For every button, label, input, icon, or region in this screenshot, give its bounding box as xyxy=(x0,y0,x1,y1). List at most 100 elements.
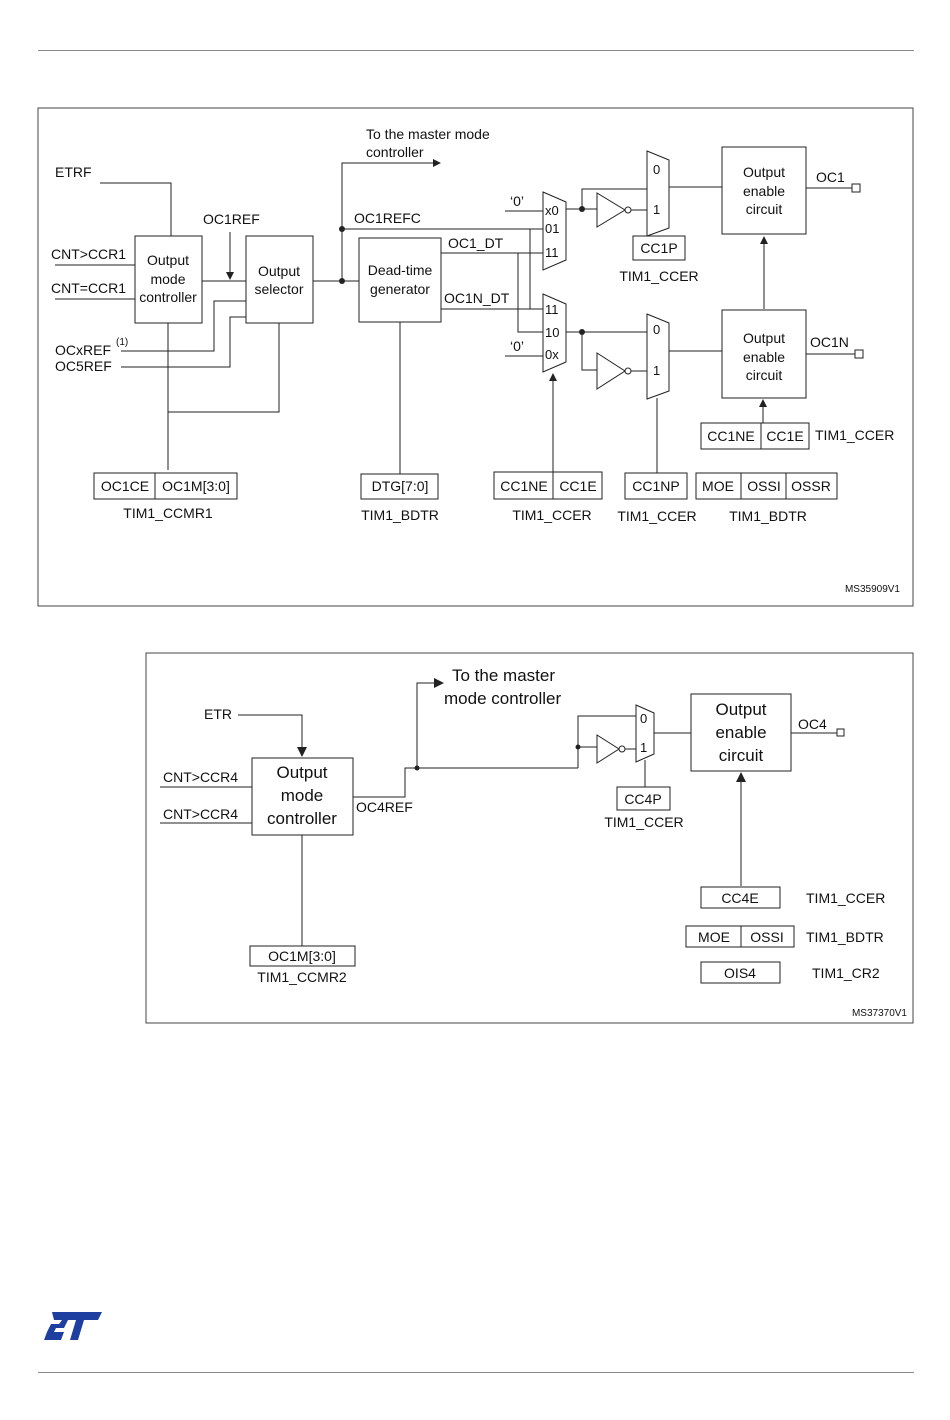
fig1-ccer-mid-box xyxy=(493,471,603,500)
fig2-ccmr2-reg: TIM1_CCMR2 xyxy=(257,969,347,985)
fig1-polarity-mux-top xyxy=(646,150,670,237)
fig1-oe-bottom-1: Output xyxy=(743,330,785,346)
fig2-oe-label-3: circuit xyxy=(719,746,764,765)
fig2-cc4p-reg: TIM1_CCER xyxy=(604,814,683,830)
fig1-cnt-eq-label: CNT=CCR1 xyxy=(51,280,126,296)
figure-oc4-output-stage: To the master mode controller ETR CNT>CC… xyxy=(145,652,914,1024)
fig2-master-label-1: To the master xyxy=(452,666,555,685)
fig2-cnt-a-label: CNT>CCR4 xyxy=(163,769,238,785)
fig1-omc-label-1: Output xyxy=(147,252,189,268)
fig1-oc1m-label: OC1M[3:0] xyxy=(162,478,230,494)
fig1-pmux-top-1: 1 xyxy=(653,202,660,217)
fig2-pmux-1: 1 xyxy=(640,740,647,755)
fig1-ccer-right-box xyxy=(700,422,810,450)
fig2-oc4ref-label: OC4REF xyxy=(356,799,413,815)
footer-rule xyxy=(38,1372,914,1373)
fig2-pmux-0: 0 xyxy=(640,711,647,726)
fig1-bdtr-reg: TIM1_BDTR xyxy=(729,508,807,524)
fig1-deadtime-label-2: generator xyxy=(370,281,430,297)
fig2-output-mode-controller xyxy=(251,757,354,836)
fig1-output-enable-bottom xyxy=(721,309,807,399)
fig2-moe-label: MOE xyxy=(698,929,730,945)
fig1-polarity-mux-bottom xyxy=(646,313,670,400)
fig1-mux-top-in-1: 01 xyxy=(545,221,559,236)
fig1-inverter-bottom-bubble xyxy=(624,367,632,375)
fig2-oc1m-label: OC1M[3:0] xyxy=(268,948,336,964)
fig2-bdtr-box xyxy=(685,925,795,948)
fig1-etrf-label: ETRF xyxy=(55,164,92,180)
fig1-mux-top xyxy=(542,191,567,271)
fig1-ccer-mid-reg: TIM1_CCER xyxy=(512,507,591,523)
fig2-master-label-2: mode controller xyxy=(444,689,562,708)
fig2-junction-a xyxy=(414,765,420,771)
fig1-bypass-top xyxy=(581,188,647,209)
fig2-cc4p-box xyxy=(616,786,671,811)
fig2-cc4e-reg: TIM1_CCER xyxy=(806,890,885,906)
fig1-oc1-label: OC1 xyxy=(816,169,845,185)
fig2-inverter-bubble xyxy=(618,745,626,753)
fig1-selector-feedback xyxy=(168,323,280,413)
fig1-mux-bottom-in-0: 11 xyxy=(545,302,559,317)
figure2-frame xyxy=(145,652,914,1024)
fig2-bdtr-reg: TIM1_BDTR xyxy=(806,929,884,945)
fig1-master-label-2: controller xyxy=(366,144,424,160)
fig1-ccer-right-cc1e: CC1E xyxy=(766,428,803,444)
fig2-etr-arrow xyxy=(238,714,307,757)
fig1-oe-top-2: enable xyxy=(743,183,785,199)
fig1-mux-bottom-in-2: 0x xyxy=(545,347,559,362)
fig1-oe-bottom-2: enable xyxy=(743,349,785,365)
fig2-cnt-b-label: CNT>CCR4 xyxy=(163,806,238,822)
fig1-zero-bottom: ‘0’ xyxy=(510,338,524,354)
fig1-oc1n-label: OC1N xyxy=(810,334,849,350)
fig1-pmux-bottom-0: 0 xyxy=(653,322,660,337)
st-logo xyxy=(44,1312,102,1340)
fig2-ois4-box xyxy=(700,961,781,984)
header-rule xyxy=(38,50,914,51)
fig1-ossr-label: OSSR xyxy=(791,478,831,494)
fig2-etr-label: ETR xyxy=(204,706,232,722)
fig2-cc4e-box xyxy=(700,886,781,909)
fig2-cc4e-label: CC4E xyxy=(721,890,758,906)
fig1-ccer-mid-cc1e: CC1E xyxy=(559,478,596,494)
fig1-mux-bottom xyxy=(542,293,567,373)
fig2-omc-label-2: mode xyxy=(281,786,324,805)
fig1-bypass-bottom xyxy=(581,332,597,371)
fig2-cc4p-label: CC4P xyxy=(624,791,661,807)
fig1-cc1np-box xyxy=(624,472,688,500)
fig2-oc4-pin xyxy=(836,728,845,737)
fig2-oc4-label: OC4 xyxy=(798,716,827,732)
fig1-cc1p-label: CC1P xyxy=(640,240,677,256)
fig1-deadtime-label-1: Dead-time xyxy=(368,262,433,278)
fig1-inverter-top xyxy=(596,192,626,228)
st-logo-mark xyxy=(44,1312,102,1340)
fig1-oc1ndt-label: OC1N_DT xyxy=(444,290,510,306)
fig1-oc1ce-label: OC1CE xyxy=(101,478,149,494)
fig1-oc1dt-cross xyxy=(517,253,543,333)
fig1-mux-top-in-2: 11 xyxy=(545,245,559,260)
fig1-selector-label-1: Output xyxy=(258,263,300,279)
figure-oc1-output-stage: To the master mode controller ETRF CNT>C… xyxy=(37,107,914,607)
fig1-output-selector xyxy=(245,235,314,324)
fig1-oc1ref-label: OC1REF xyxy=(203,211,260,227)
fig1-cc1np-reg: TIM1_CCER xyxy=(617,508,696,524)
fig1-deadtime-generator xyxy=(358,237,442,323)
fig2-omc-label-3: controller xyxy=(267,809,337,828)
fig2-polarity-mux xyxy=(635,704,655,763)
fig2-ossi-label: OSSI xyxy=(750,929,783,945)
fig1-pmux-top-0: 0 xyxy=(653,162,660,177)
fig1-ccmr1-box xyxy=(93,472,238,500)
fig1-master-label-1: To the master mode xyxy=(366,126,490,142)
fig1-moe-label: MOE xyxy=(702,478,734,494)
fig2-ccmr2-box xyxy=(249,945,356,967)
fig2-cr2-reg: TIM1_CR2 xyxy=(812,965,880,981)
fig2-omc-label-1: Output xyxy=(276,763,327,782)
fig1-bdtr-box xyxy=(695,472,838,500)
fig1-omc-label-3: controller xyxy=(139,289,197,305)
fig1-oc5ref-line xyxy=(121,316,246,368)
fig1-output-mode-controller xyxy=(134,235,203,324)
fig2-inverter xyxy=(596,734,620,764)
fig1-ccmr1-reg: TIM1_CCMR1 xyxy=(123,505,213,521)
fig1-code: MS35909V1 xyxy=(845,584,900,595)
fig1-oe-top-1: Output xyxy=(743,164,785,180)
